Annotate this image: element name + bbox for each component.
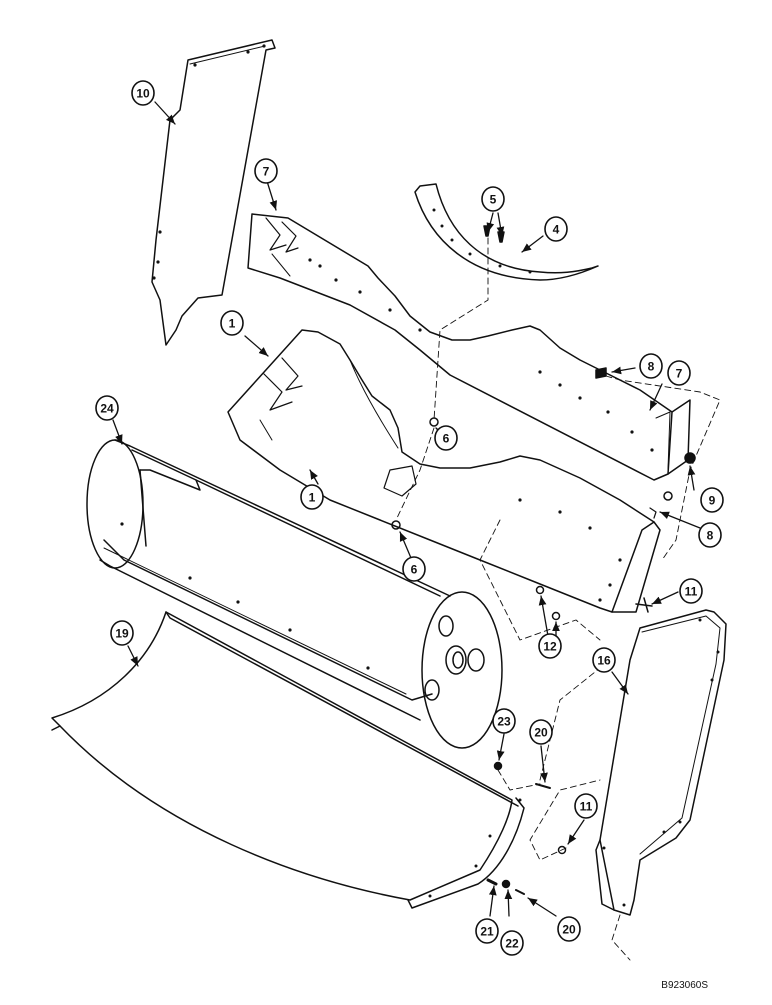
callout-number: 21 — [480, 925, 494, 939]
callout-c7a: 7 — [254, 158, 278, 184]
callout-circle — [667, 360, 691, 386]
callout-number: 11 — [580, 800, 593, 814]
part-1-lower-shield — [227, 329, 661, 613]
callout-circle — [544, 216, 568, 242]
callout-c12: 12 — [538, 633, 562, 659]
part-7-upper-shield — [247, 213, 691, 481]
callout-circle — [475, 918, 499, 944]
callout-circle — [529, 719, 553, 745]
callout-circle — [220, 310, 244, 336]
assembly-dash-lines — [395, 237, 721, 961]
callout-number: 9 — [709, 494, 716, 508]
callout-number: 10 — [136, 87, 150, 101]
callout-circle — [492, 708, 516, 734]
callout-number: 12 — [543, 640, 557, 654]
callout-circle — [481, 186, 505, 212]
part-4-curved-strip — [414, 183, 599, 281]
callout-number: 19 — [115, 627, 129, 641]
callout-c4: 4 — [544, 216, 568, 242]
callout-number: 7 — [676, 367, 683, 381]
callout-c6b: 6 — [402, 556, 426, 582]
leader-lines — [112, 101, 701, 917]
callout-circle — [592, 647, 616, 673]
callout-c20b: 20 — [557, 916, 581, 942]
callout-c24: 24 — [95, 395, 119, 421]
callout-c20a: 20 — [529, 719, 553, 745]
hardware-fasteners — [391, 367, 696, 895]
callout-c1a: 1 — [220, 310, 244, 336]
drawing-number: B923060S — [661, 980, 708, 991]
callout-number: 1 — [309, 491, 316, 505]
callout-number: 8 — [707, 529, 714, 543]
callout-c5: 5 — [481, 186, 505, 212]
callout-circle — [557, 916, 581, 942]
part-10-side-panel — [151, 39, 276, 346]
callout-circle — [110, 620, 134, 646]
callout-circle — [639, 353, 663, 379]
callout-c1b: 1 — [300, 484, 324, 510]
callout-number: 23 — [497, 715, 511, 729]
callout-c6a: 6 — [434, 425, 458, 451]
callout-c10a: 10 — [131, 80, 155, 106]
callout-circle — [698, 522, 722, 548]
callout-circle — [538, 633, 562, 659]
part-16-side-bracket — [595, 609, 727, 916]
callout-number: 11 — [685, 585, 698, 599]
callout-number: 20 — [534, 726, 548, 740]
callout-number: 6 — [411, 563, 418, 577]
callout-c9: 9 — [700, 487, 724, 513]
callout-c21: 21 — [475, 918, 499, 944]
callout-circle — [131, 80, 155, 106]
callout-c19: 19 — [110, 620, 134, 646]
callout-c22: 22 — [500, 930, 524, 956]
callout-number: 16 — [597, 654, 611, 668]
callout-number: 6 — [443, 432, 450, 446]
callout-circle — [700, 487, 724, 513]
part-24-drum — [86, 439, 503, 749]
callout-c7b: 7 — [667, 360, 691, 386]
callout-circle — [434, 425, 458, 451]
callout-number: 4 — [553, 223, 560, 237]
callout-circle — [402, 556, 426, 582]
callout-number: 5 — [490, 193, 497, 207]
callout-circle — [500, 930, 524, 956]
callout-number: 1 — [229, 317, 236, 331]
callout-c8a: 8 — [639, 353, 663, 379]
callout-circle — [300, 484, 324, 510]
callout-c16: 16 — [592, 647, 616, 673]
callout-number: 7 — [263, 165, 270, 179]
callout-circle — [95, 395, 119, 421]
callout-circle — [254, 158, 278, 184]
callout-c11a: 11 — [679, 578, 703, 604]
part-19-bottom-pan — [51, 611, 525, 909]
callout-circle — [679, 578, 703, 604]
callout-number: 24 — [100, 402, 114, 416]
callout-circle — [574, 793, 598, 819]
callout-number: 22 — [505, 937, 519, 951]
callout-c23: 23 — [492, 708, 516, 734]
callout-number: 20 — [562, 923, 576, 937]
callout-c8b: 8 — [698, 522, 722, 548]
callout-number: 8 — [648, 360, 655, 374]
callout-c11b: 11 — [574, 793, 598, 819]
